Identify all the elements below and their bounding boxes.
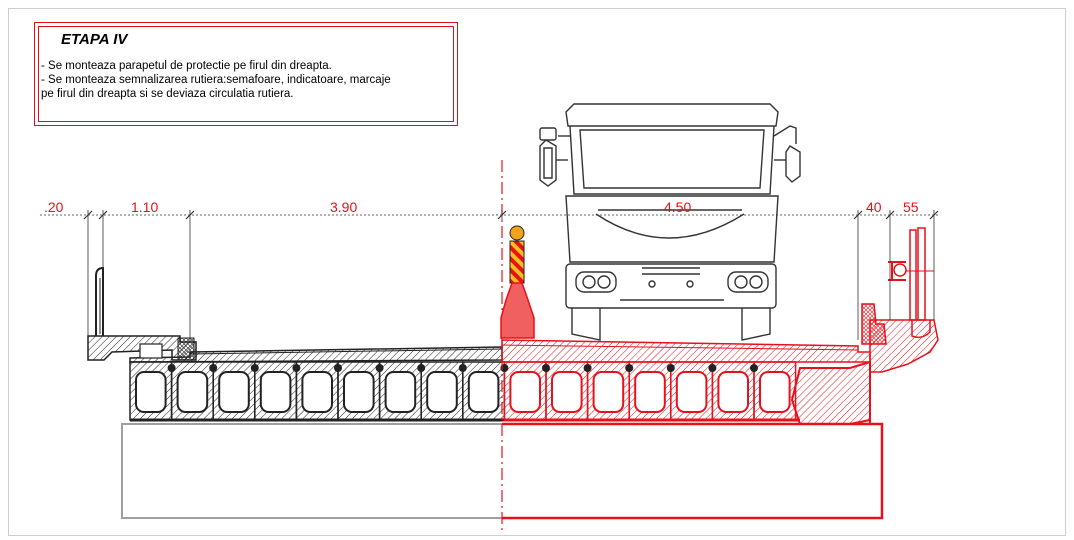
pedestrian-railing-right [888,227,934,321]
dim-label-1-10: 1.10 [131,199,158,215]
beam-void [759,371,791,413]
beam-joint-dowel [167,364,176,372]
deck-slab-right-new [501,339,871,363]
dim-label-40: 40 [866,199,882,215]
beam-void [509,371,541,413]
beam-void [259,371,292,413]
precast-beams [129,361,797,421]
stage-note-box: ETAPA IV - Se monteaza parapetul de prot… [34,22,458,126]
beam-joint-dowel [292,364,301,372]
beam-void [551,371,583,413]
dimension-labels: .20 1.10 3.90 4.50 40 55 [44,199,919,215]
beam-void [135,371,167,413]
safety-barrier-right [861,303,887,345]
beam-joint-dowel [250,364,259,372]
beam-void [634,371,666,413]
beam-joint-dowel [209,364,218,372]
beam-joint-dowel [583,364,592,372]
beam-void [426,371,458,413]
beam-void [343,371,375,413]
edge-beam-right [790,360,871,425]
stage-note-line-2: - Se monteaza semnalizarea rutiera:semaf… [41,74,391,86]
beam-joint-dowel [625,364,634,372]
beam-void [467,371,500,413]
beam-void [384,371,417,413]
dim-label-55: 55 [903,199,919,215]
stage-note-inner-border [38,26,454,122]
beam-void [592,371,625,413]
traffic-delineator [500,225,535,339]
stage-title: ETAPA IV [61,31,128,48]
beam-void [675,371,708,413]
truck-front-view [539,103,801,341]
dim-label-3-90: 3.90 [330,199,357,215]
stage-note-line-1: - Se monteaza parapetul de protectie pe … [41,60,332,72]
stage-note-line-3: pe firul din dreapta si se deviaza circu… [41,88,294,100]
beam-void [301,371,333,413]
beam-joint-dowel [334,364,342,372]
beam-joint-dowel [417,364,426,372]
sidewalk-cornice-left [87,335,197,361]
beam-joint-dowel [375,364,384,372]
sidewalk-cornice-right [869,319,939,373]
pedestrian-railing-left [95,266,104,336]
stage-description: - Se monteaza parapetul de protectie pe … [41,59,391,101]
beam-joint-dowel [750,364,758,372]
dim-label-4-50: 4.50 [664,199,691,215]
beam-void [176,371,209,413]
beam-joint-dowel [542,364,550,372]
pier-right-new [502,422,884,520]
beam-joint-dowel [666,364,675,372]
beam-void [218,371,250,413]
pier-left-existing [121,423,502,519]
beam-joint-dowel [458,364,467,372]
dim-label-0-20: .20 [44,199,64,215]
dimension-lines [40,210,940,342]
beam-void [717,371,750,413]
beam-joint-dowel [708,364,717,372]
